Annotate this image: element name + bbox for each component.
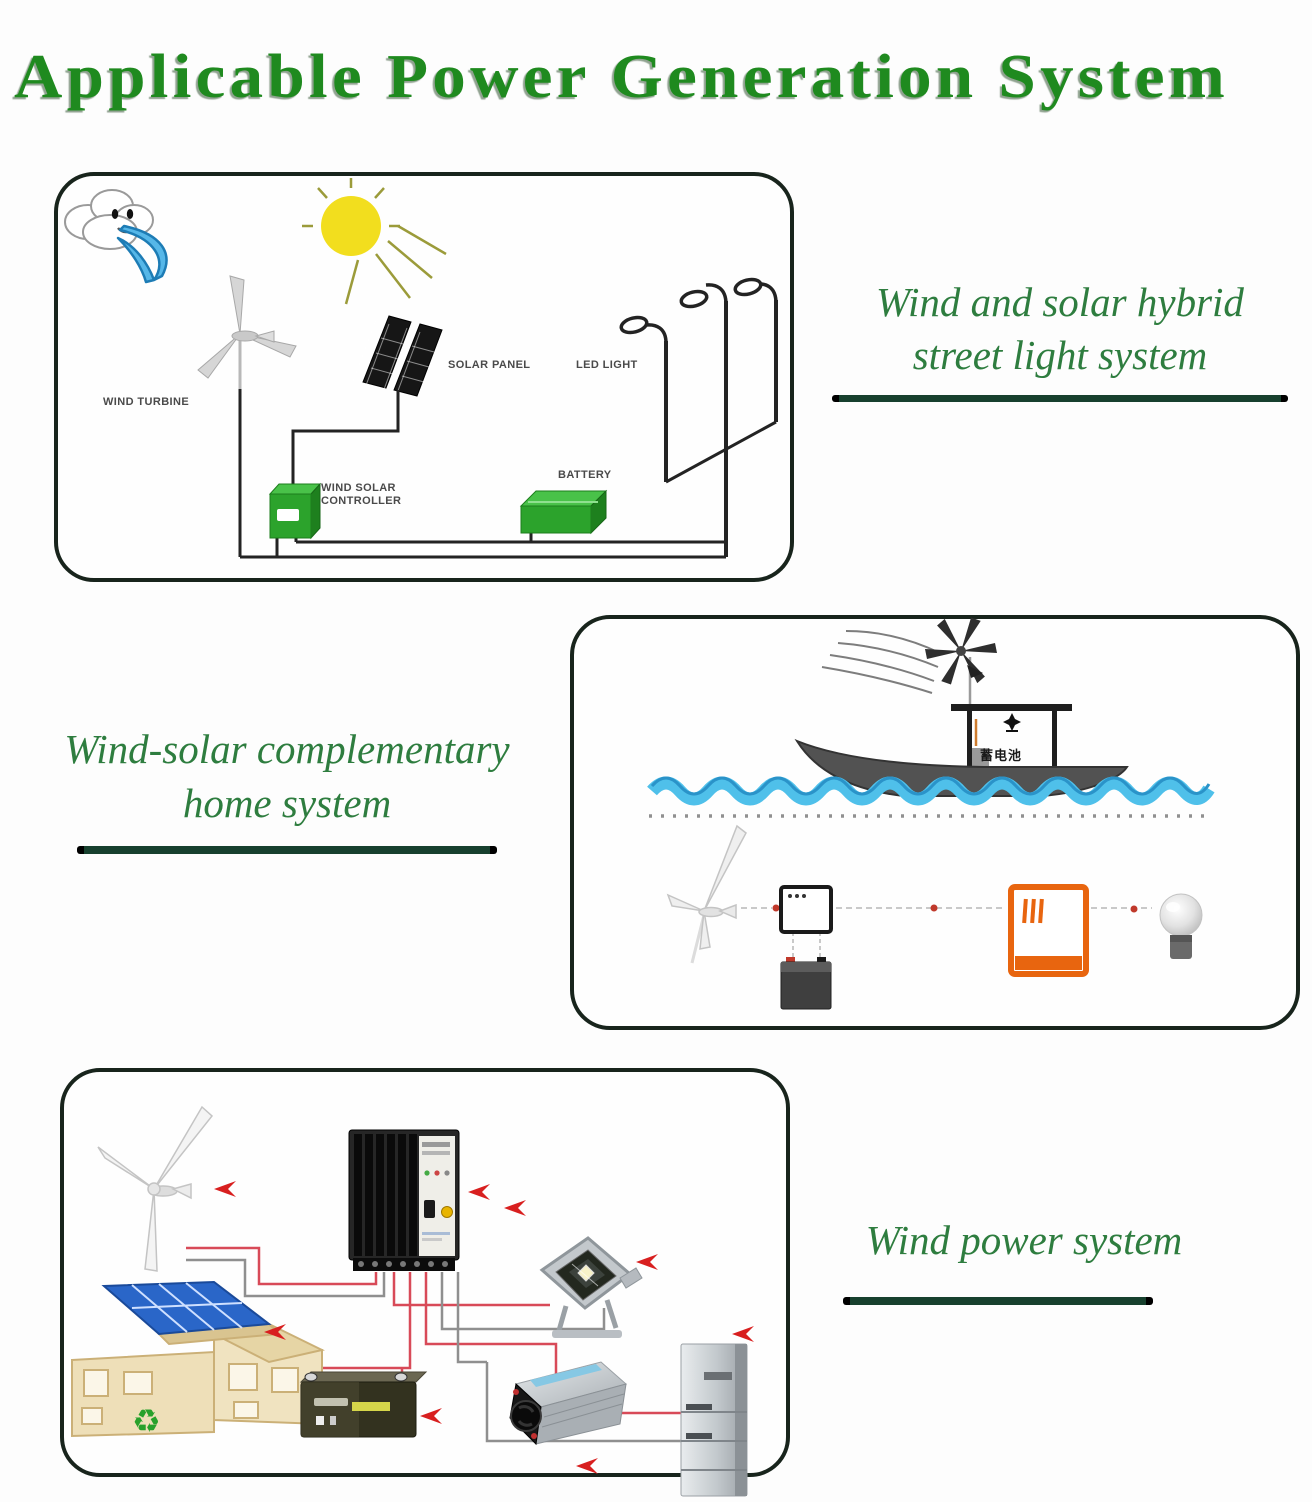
wiring-lines [238,389,777,559]
caption-line: Wind-solar complementary [64,726,510,772]
caption-underline [843,1297,1153,1305]
battery-icon [299,1371,428,1438]
boat-battery-label: 蓄电池 [980,748,1023,763]
wind-power-panel: ♻ [60,1068,790,1497]
battery-icon [519,489,608,535]
flow-inverter-icon [1008,884,1089,977]
wind-turbine-icon [197,275,297,389]
controller-icon [268,482,322,540]
solar-roof-icon [101,1280,272,1336]
caption-line: street light system [912,332,1208,378]
controller-label: WIND SOLAR CONTROLLER [321,482,402,507]
caption-line: Wind power system [865,1217,1183,1263]
wind-cloud-icon [64,189,154,250]
red-arrow [468,1184,490,1200]
hybrid-controller-icon [348,1129,460,1271]
inverter-icon [509,1361,628,1446]
red-arrow [214,1181,236,1197]
caption-underline [832,395,1288,402]
home-system-caption: Wind-solar complementary home system [22,722,552,854]
wind-power-diagram: ♻ [71,1105,754,1497]
sun-icon [302,178,447,305]
solar-panel-label: SOLAR PANEL [448,359,531,371]
street-light-diagram [64,178,778,559]
red-arrow [420,1408,442,1424]
street-light-3 [733,277,778,422]
red-arrows [214,1181,754,1474]
red-arrow [636,1254,658,1270]
wind-gust-lines [821,630,941,694]
caption-line: Wind and solar hybrid [876,279,1244,325]
red-arrow [264,1324,286,1340]
wind-turbine-label: WIND TURBINE [103,396,190,408]
red-arrow [732,1326,754,1342]
flow-dot [772,904,780,912]
caption-line: home system [182,780,392,826]
fridge-icon [680,1343,748,1497]
red-arrow [576,1458,598,1474]
house-icon [71,1280,325,1438]
gray-wires [186,1258,684,1443]
wind-turbine-icon [97,1105,214,1272]
street-light-caption: Wind and solar hybrid street light syste… [830,276,1290,402]
solar-panel-icon [351,315,443,397]
wind-power-caption: Wind power system [826,1214,1222,1305]
page-title: Applicable Power Generation System [14,42,1230,111]
flow-connection-lines [741,904,1152,957]
flow-controller-icon [779,885,833,934]
light-bulb-icon [1159,893,1203,959]
home-system-panel: 蓄电池 [570,615,1300,1030]
red-arrow [504,1200,526,1216]
sea-waves [647,776,1215,806]
flow-dot [930,904,938,912]
flow-battery-icon [780,957,832,1010]
led-light-label: LED LIGHT [576,359,638,371]
recycle-icon: ♻ [132,1403,161,1439]
floodlight-icon [539,1236,643,1338]
street-light-2 [679,283,728,557]
street-light-panel: WIND TURBINE SOLAR PANEL LED LIGHT WIND … [54,172,794,582]
street-light-1 [619,315,668,482]
caption-underline [77,846,497,854]
wind-blow-icon [116,224,168,284]
battery-label: BATTERY [558,469,612,481]
small-wind-turbine-icon [666,824,747,964]
home-system-diagram [647,617,1215,1010]
street-light-icons [619,277,778,557]
flow-dot [1130,905,1138,913]
boat-wind-turbine-icon [925,617,997,711]
